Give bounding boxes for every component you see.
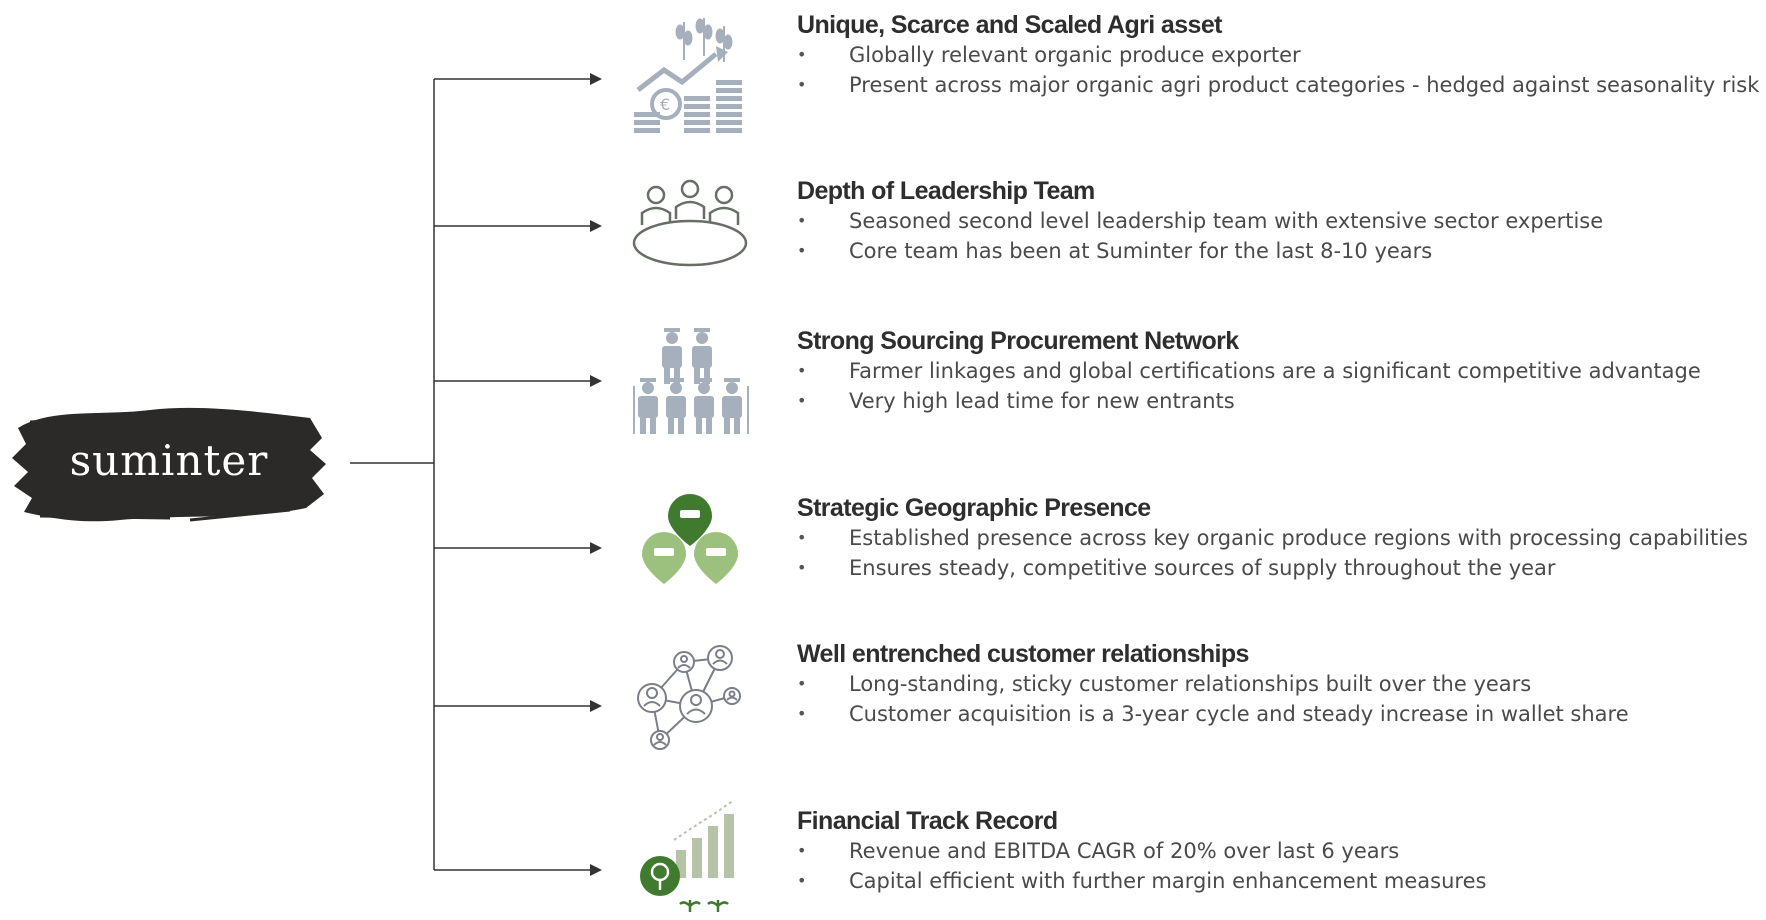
bullet-item: •Very high lead time for new entrants xyxy=(797,389,1235,413)
bullet-item: •Farmer linkages and global certificatio… xyxy=(797,359,1701,383)
bullet-item: •Core team has been at Suminter for the … xyxy=(797,239,1433,263)
pillar-title: Strategic Geographic Presence xyxy=(797,494,1151,522)
bullet-text: Seasoned second level leadership team wi… xyxy=(849,209,1604,233)
bullet-text: Customer acquisition is a 3-year cycle a… xyxy=(849,702,1629,726)
pillar-title: Financial Track Record xyxy=(797,807,1058,835)
pillar-customer-relationships: Well entrenched customer relationships •… xyxy=(797,639,1757,729)
bullet-list: •Farmer linkages and global certificatio… xyxy=(797,356,1757,416)
bullet-text: Revenue and EBITDA CAGR of 20% over last… xyxy=(849,839,1400,863)
bullet-list: •Globally relevant organic produce expor… xyxy=(797,40,1760,100)
bullet-text: Established presence across key organic … xyxy=(849,526,1748,550)
bullet-item: •Globally relevant organic produce expor… xyxy=(797,43,1301,67)
brand-logo: suminter xyxy=(10,398,328,528)
pillar-title: Depth of Leadership Team xyxy=(797,177,1095,205)
bullet-item: •Capital efficient with further margin e… xyxy=(797,869,1487,893)
bullet-item: •Present across major organic agri produ… xyxy=(797,73,1760,97)
pillar-geographic-presence: Strategic Geographic Presence •Establish… xyxy=(797,493,1757,583)
pillar-title: Well entrenched customer relationships xyxy=(797,640,1249,668)
bullet-item: •Long-standing, sticky customer relation… xyxy=(797,672,1532,696)
connector-tree xyxy=(350,73,602,876)
svg-text:€: € xyxy=(660,95,670,114)
bullet-list: •Long-standing, sticky customer relation… xyxy=(797,669,1757,729)
leadership-table-icon xyxy=(610,163,770,293)
farmers-icon xyxy=(612,314,772,444)
location-pins-icon xyxy=(618,490,778,620)
pillar-title: Unique, Scarce and Scaled Agri asset xyxy=(797,11,1222,39)
bullet-list: •Seasoned second level leadership team w… xyxy=(797,206,1757,266)
bullet-text: Capital efficient with further margin en… xyxy=(849,869,1487,893)
bullet-text: Farmer linkages and global certification… xyxy=(849,359,1701,383)
bullet-item: •Ensures steady, competitive sources of … xyxy=(797,556,1556,580)
bullet-item: •Seasoned second level leadership team w… xyxy=(797,209,1604,233)
bullet-list: •Revenue and EBITDA CAGR of 20% over las… xyxy=(797,836,1757,896)
bullet-text: Globally relevant organic produce export… xyxy=(849,43,1301,67)
pillar-leadership-team: Depth of Leadership Team •Seasoned secon… xyxy=(797,176,1757,266)
strengths-diagram: suminter € xyxy=(10,10,1760,912)
pillar-unique-agri-asset: Unique, Scarce and Scaled Agri asset •Gl… xyxy=(797,10,1760,100)
agri-growth-icon: € xyxy=(604,12,764,142)
bullet-item: •Established presence across key organic… xyxy=(797,526,1748,550)
pillar-financial-track-record: Financial Track Record •Revenue and EBIT… xyxy=(797,806,1757,896)
pillar-title: Strong Sourcing Procurement Network xyxy=(797,327,1239,355)
bullet-list: •Established presence across key organic… xyxy=(797,523,1757,583)
customer-network-icon xyxy=(612,632,772,762)
bullet-text: Present across major organic agri produc… xyxy=(849,73,1760,97)
bullet-text: Long-standing, sticky customer relations… xyxy=(849,672,1532,696)
pillar-sourcing-network: Strong Sourcing Procurement Network •Far… xyxy=(797,326,1757,416)
bullet-text: Ensures steady, competitive sources of s… xyxy=(849,556,1556,580)
brush-stroke-icon xyxy=(12,407,326,522)
bullet-item: •Revenue and EBITDA CAGR of 20% over las… xyxy=(797,839,1400,863)
bullet-text: Very high lead time for new entrants xyxy=(849,389,1235,413)
bullet-text: Core team has been at Suminter for the l… xyxy=(849,239,1433,263)
brand-name: suminter xyxy=(69,436,269,485)
bullet-item: •Customer acquisition is a 3-year cycle … xyxy=(797,702,1629,726)
